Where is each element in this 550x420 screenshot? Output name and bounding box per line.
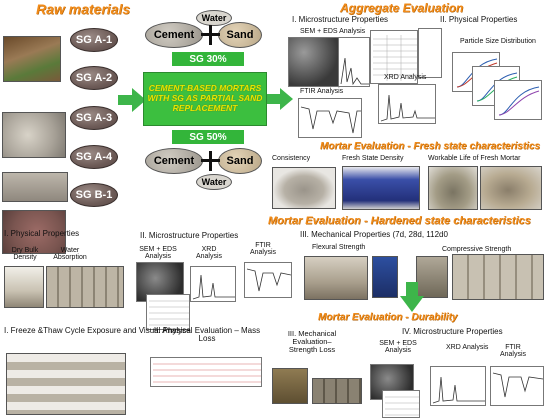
hard-water-abs-photo: [46, 266, 124, 308]
fresh-workable-label: Workable Life of Fresh Mortar: [428, 155, 521, 162]
hard-ftir-chart: [244, 262, 292, 298]
sand-label: Sand: [226, 29, 254, 41]
sample-photo-4: [2, 210, 66, 254]
water-oval-bottom: Water: [196, 174, 232, 190]
hard-eds-table: [146, 294, 190, 330]
hard-water-abs-label: Water Absorption: [53, 247, 87, 262]
dur-xrd-label: XRD Analysis: [446, 344, 489, 351]
fresh-consistency-label: Consistency: [272, 155, 311, 162]
hard-mech-title: III. Mechanical Properties (7d, 28d, 112…: [300, 230, 448, 239]
mortar-box: CEMENT-BASED MORTARS WITH SG AS PARTIAL …: [143, 72, 267, 126]
dur-freeze-title: I. Freeze &Thaw Cycle Exposure and Visua…: [4, 326, 191, 335]
fresh-density-label: Fresh State Density: [342, 155, 404, 162]
sample-photo-2: [2, 112, 66, 158]
sample-label: SG B-1: [75, 189, 113, 201]
hard-compressive-photo-2: [452, 254, 544, 300]
hard-micro-title: II. Microstructure Properties: [140, 231, 239, 240]
sg30-label: SG 30%: [172, 52, 244, 66]
plus-icon-top-h: [201, 33, 220, 36]
mortar-durability-header: Mortar Evaluation - Durability: [318, 312, 458, 323]
hard-dry-bulk-label: Dry Bulk Density: [11, 247, 39, 262]
sample-photo-3: [2, 172, 68, 202]
hard-phys-title: I. Physical Properties: [4, 229, 80, 238]
hard-dry-bulk-photo: [4, 266, 44, 308]
agg-sem-image: [288, 37, 340, 87]
dur-freeze-photo: [6, 353, 126, 415]
sample-sg-a4: SG A-4: [70, 145, 118, 169]
agg-sem-label: SEM + EDS Analysis: [300, 28, 366, 35]
dur-sem-label: SEM + EDS Analysis: [379, 340, 417, 355]
fresh-density-photo: [342, 166, 420, 210]
fresh-consistency-photo: [272, 167, 336, 209]
hard-flexural-label: Flexural Strength: [312, 244, 366, 251]
agg-ftir-chart: [298, 98, 362, 138]
hard-ftir-label: FTIR Analysis: [249, 242, 277, 257]
hard-compressive-label: Compressive Strength: [442, 246, 512, 253]
agg-psd-label: Particle Size Distribution: [460, 38, 536, 45]
mortar-fresh-header: Mortar Evaluation - Fresh state characte…: [320, 141, 541, 152]
dur-ftir-label: FTIR Analysis: [499, 344, 527, 359]
agg-eds-spectrum: [338, 37, 370, 87]
arrow-down-to-durability: [400, 282, 424, 312]
cement-label: Cement: [153, 155, 195, 167]
fresh-workable-photo-2: [480, 166, 542, 210]
cement-oval-bottom: Cement: [145, 148, 203, 174]
dur-xrd-chart: [430, 366, 486, 406]
sand-label: Sand: [226, 155, 254, 167]
sample-label: SG A-1: [75, 34, 113, 46]
dur-ftir-chart: [490, 366, 544, 406]
hard-xrd-chart: [190, 266, 236, 302]
dur-mech-title: III. Mechanical Evaluation– Strength Los…: [287, 329, 337, 354]
sample-photo-1: [3, 36, 61, 82]
sample-sg-a1: SG A-1: [70, 28, 118, 52]
dur-mech-photo-1: [272, 368, 308, 404]
fresh-workable-photo-1: [428, 166, 478, 210]
raw-materials-header: Raw materials: [36, 1, 131, 17]
dur-eds-table: [382, 390, 420, 418]
sample-label: SG A-2: [75, 72, 113, 84]
water-oval-top: Water: [196, 10, 232, 26]
water-label: Water: [201, 177, 227, 187]
sample-sg-a3: SG A-3: [70, 106, 118, 130]
sample-sg-a2: SG A-2: [70, 66, 118, 90]
water-label: Water: [201, 13, 227, 23]
arrow-samples-to-mortar: [118, 88, 146, 112]
cement-oval-top: Cement: [145, 22, 203, 48]
sg30-text: SG 30%: [189, 53, 227, 65]
agg-xrd-chart: [378, 84, 436, 124]
sg50-label: SG 50%: [172, 130, 244, 144]
dur-mass-loss-table: [150, 357, 262, 387]
arrow-mortar-to-evaluation: [267, 88, 293, 110]
agg-psd-chart-3: [494, 80, 542, 120]
hard-compressive-photo-1: [416, 256, 448, 298]
hard-sem-label: SEM + EDS Analysis: [139, 246, 177, 261]
agg-eds-table-2: [418, 28, 442, 78]
agg-xrd-label: XRD Analysis: [384, 74, 427, 81]
agg-ftir-label: FTIR Analysis: [300, 88, 344, 95]
aggregate-evaluation-header: Aggregate Evaluation: [340, 1, 464, 15]
sand-oval-top: Sand: [218, 22, 262, 48]
sample-sg-b1: SG B-1: [70, 183, 118, 207]
hard-xrd-label: XRD Analysis: [195, 246, 223, 261]
plus-icon-bottom-h: [201, 159, 220, 162]
sample-label: SG A-3: [75, 112, 113, 124]
sand-oval-bottom: Sand: [218, 148, 262, 174]
cement-label: Cement: [153, 29, 195, 41]
sample-label: SG A-4: [75, 151, 113, 163]
agg-eds-table: [370, 30, 418, 84]
mortar-hardened-header: Mortar Evaluation - Hardened state chara…: [268, 215, 531, 227]
dur-phys-title: II. Physical Evaluation – Mass Loss: [153, 326, 261, 344]
dur-micro-title: IV. Microstructure Properties: [402, 327, 503, 336]
hard-flexural-photo-2: [372, 256, 398, 298]
sg50-text: SG 50%: [189, 131, 227, 143]
agg-micro-title: I. Microstructure Properties: [292, 15, 389, 24]
mortar-box-text: CEMENT-BASED MORTARS WITH SG AS PARTIAL …: [147, 83, 263, 113]
hard-flexural-photo-1: [304, 256, 368, 300]
agg-phys-title: II. Physical Properties: [440, 15, 518, 24]
dur-mech-photo-2: [312, 378, 362, 404]
